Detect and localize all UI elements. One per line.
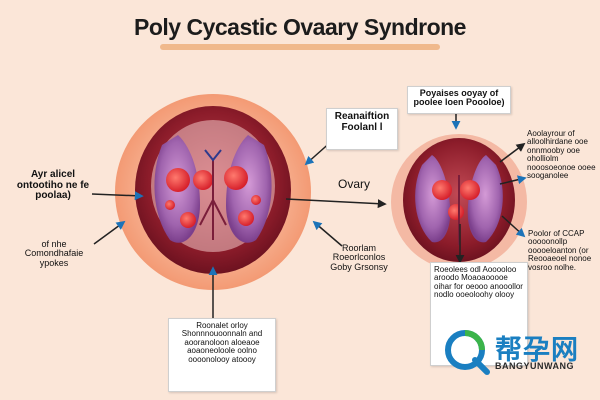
watermark: 帮孕网 BANGYUNWANG	[443, 328, 583, 378]
label-right-top-text: Aoolayrour of alloolhirdane ooe onnmooby…	[527, 129, 596, 180]
arrow	[499, 142, 526, 163]
arrow	[91, 191, 144, 201]
arrow	[499, 175, 527, 185]
arrow	[501, 215, 526, 238]
label-center-top: Reanaiftion Foolanl l	[326, 108, 398, 150]
label-center-bottom-text: Roorlam Roeorlconlos Goby Grsonsy	[330, 243, 388, 272]
follicle	[180, 212, 196, 228]
label-ovary: Ovary	[338, 178, 370, 191]
follicle	[448, 204, 464, 220]
label-left-bottom: of nhe Comondhafaie ypokes	[18, 239, 90, 268]
label-left-top-text: Ayr alicel ontootiho ne fe poolaa)	[16, 169, 90, 201]
follicle	[432, 180, 452, 200]
follicle	[460, 180, 480, 200]
label-center-top-text: Reanaiftion Foolanl l	[334, 111, 390, 133]
label-left-top: Ayr alicel ontootiho ne fe poolaa)	[14, 169, 92, 202]
watermark-en-text: BANGYUNWANG	[495, 361, 574, 371]
arrow	[93, 220, 126, 245]
label-ovary-text: Ovary	[338, 177, 371, 191]
follicle	[193, 170, 213, 190]
arrow	[285, 198, 387, 209]
label-right-bottom-text: Poolor of CCAP ooooonollp ooooeloanton (…	[528, 229, 592, 272]
label-top-right-text: Poyaises ooyay of poolee loen Poooloe)	[413, 88, 505, 108]
watermark-cn-text: 帮孕网	[495, 335, 579, 366]
follicle	[224, 166, 248, 190]
label-right-bottom: Poolor of CCAP ooooonollp ooooeloanton (…	[528, 229, 598, 272]
label-bottom-center-text: Roonalet orloy Shonnnouoonnaln and aoora…	[181, 321, 263, 364]
label-right-top: Aoolayrour of alloolhirdane ooe onnmooby…	[527, 129, 597, 180]
left-ovary-illustration	[115, 94, 311, 290]
arrow	[312, 220, 343, 247]
label-bottom-right-text: Roeolees odl Aooooloo aroodo Moaoaooooe …	[434, 265, 523, 300]
follicle	[238, 210, 254, 226]
label-bottom-center: Roonalet orloy Shonnnouoonnaln and aoora…	[168, 318, 276, 392]
label-left-bottom-text: of nhe Comondhafaie ypokes	[24, 239, 84, 268]
label-center-bottom: Roorlam Roeorlconlos Goby Grsonsy	[326, 243, 392, 272]
page-title: Poly Cycastic Ovaary Syndrone	[134, 14, 466, 40]
arrows	[91, 110, 527, 318]
follicle	[166, 168, 190, 192]
watermark-logo-icon	[445, 330, 490, 375]
right-ovary-illustration	[391, 134, 527, 270]
label-top-right: Poyaises ooyay of poolee loen Poooloe)	[407, 86, 511, 114]
title-underline	[160, 44, 440, 50]
right-lobe	[226, 135, 272, 243]
